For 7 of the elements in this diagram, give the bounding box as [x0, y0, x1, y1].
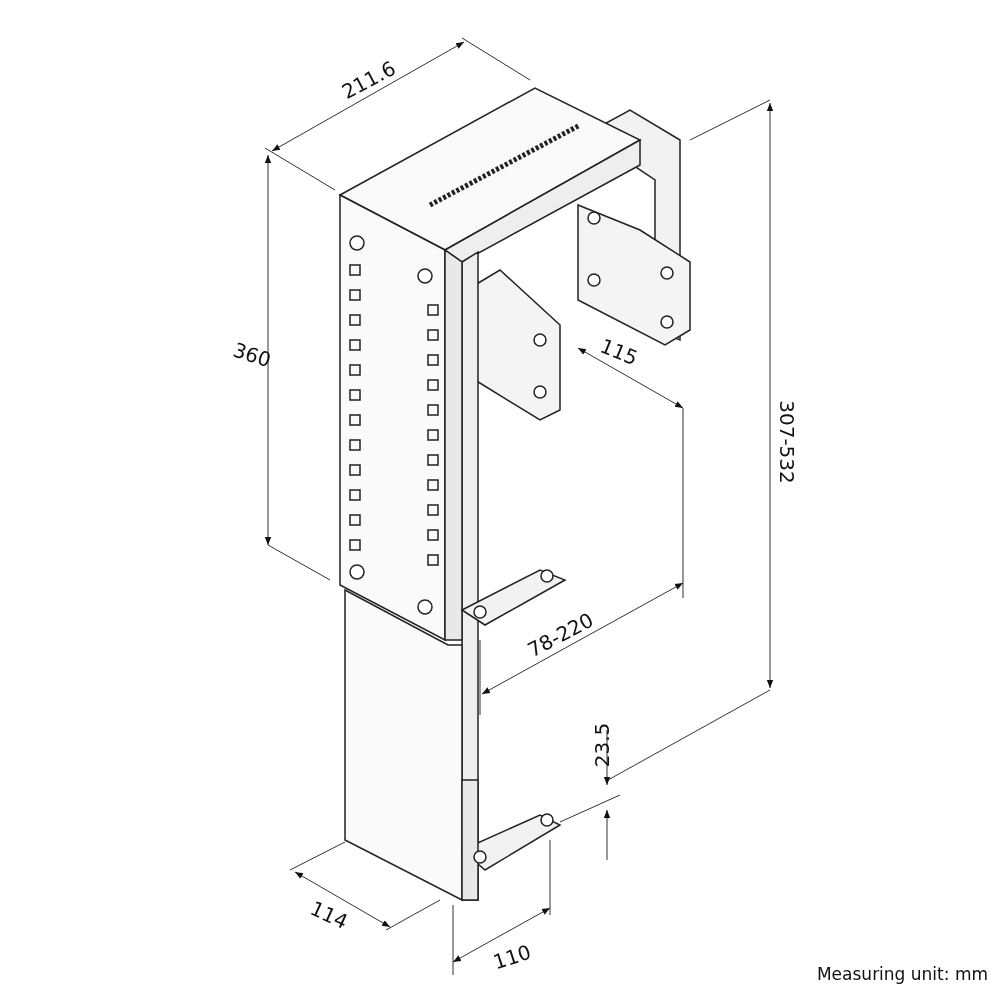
dimension-label: 23.5 [592, 722, 613, 768]
dimension-label: 360 [230, 339, 274, 371]
dimension-label: 110 [490, 941, 534, 973]
dimension-label: 307-532 [776, 400, 797, 484]
dimension-label: 114 [307, 897, 351, 933]
unit-note: Measuring unit: mm [816, 966, 988, 983]
dimension-label: 115 [597, 335, 641, 369]
